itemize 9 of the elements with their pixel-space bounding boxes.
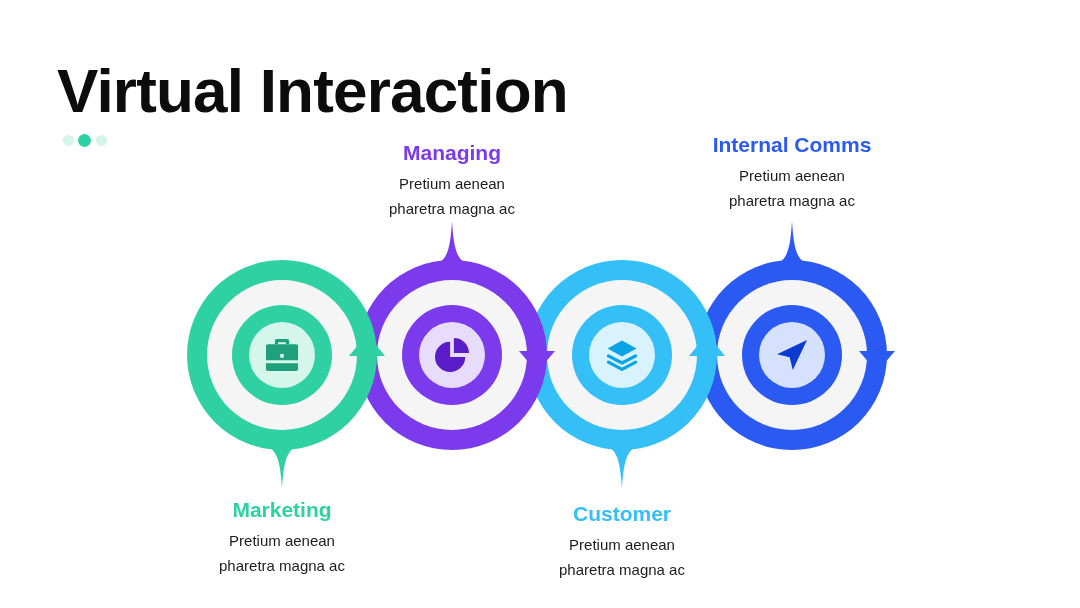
step-description: Pretium aenean pharetra magna ac: [218, 531, 346, 576]
step-description: Pretium aenean pharetra magna ac: [388, 174, 516, 219]
step-description: Pretium aenean pharetra magna ac: [558, 535, 686, 580]
title: Virtual Interaction: [57, 60, 568, 122]
step-heading: Internal Comms: [712, 132, 872, 157]
step-heading: Customer: [573, 501, 671, 526]
step-heading: Managing: [403, 140, 501, 165]
step-description: Pretium aenean pharetra magna ac: [728, 166, 856, 211]
step-heading: Marketing: [232, 497, 332, 522]
